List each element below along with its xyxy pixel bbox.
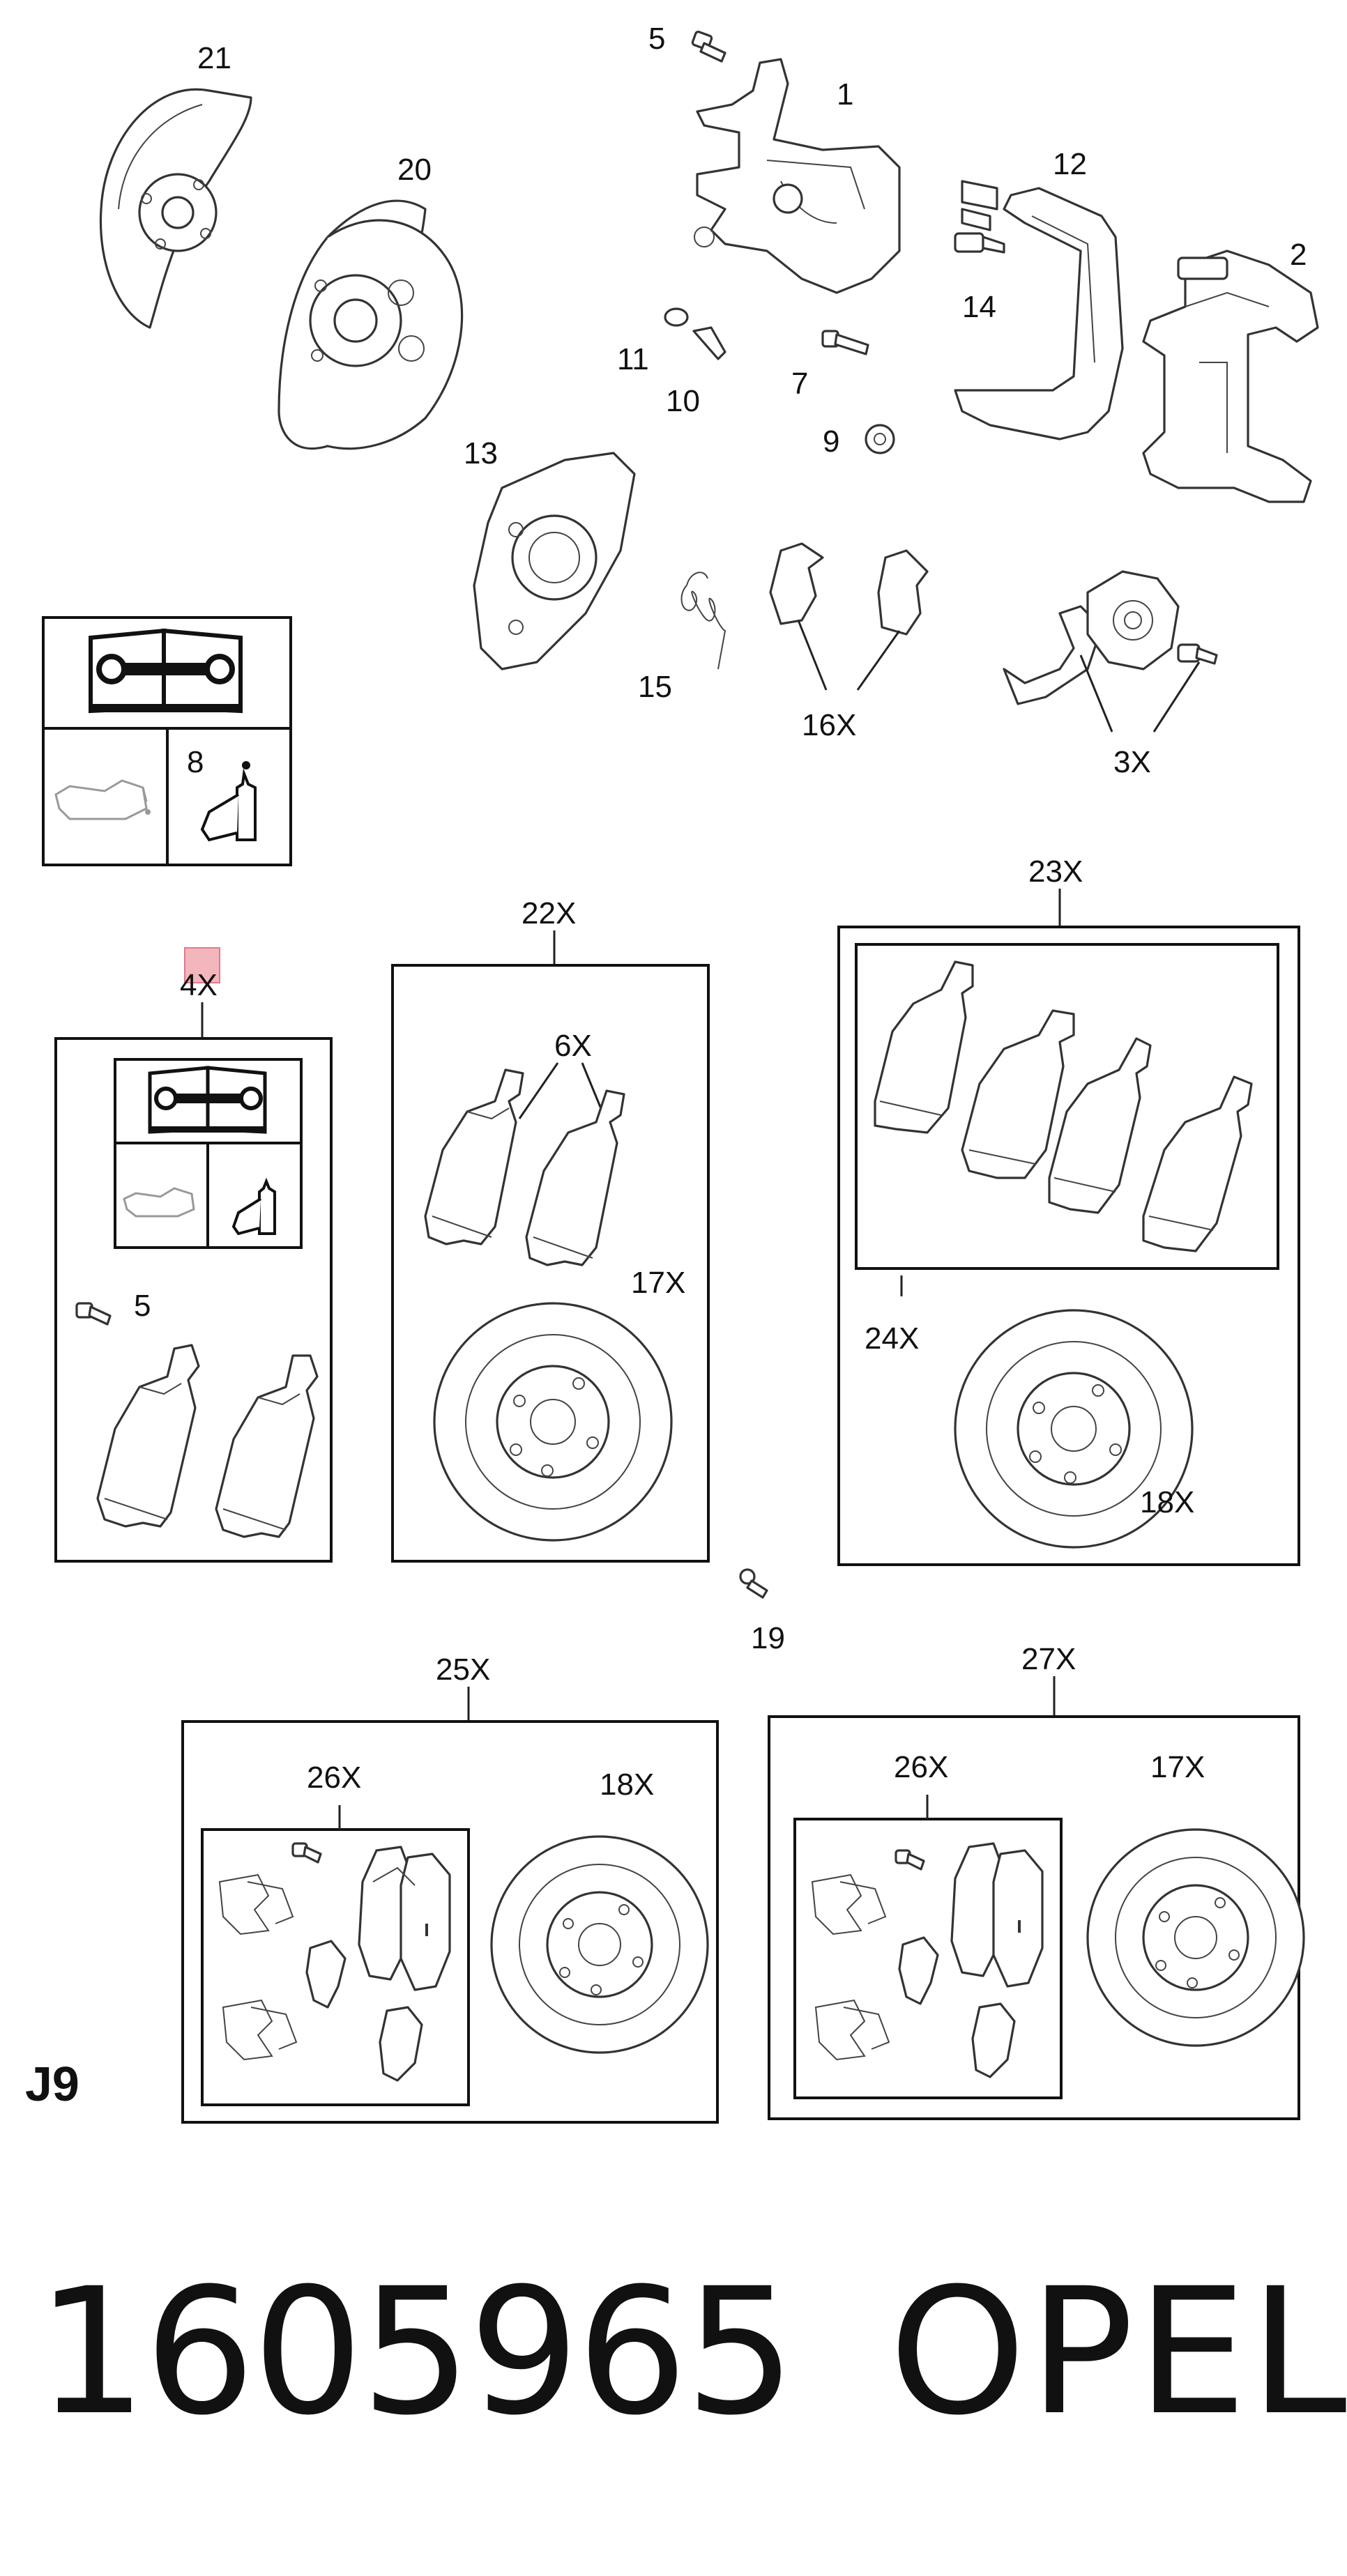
callout-13: 13 — [464, 436, 498, 470]
callout-27x: 27X — [1021, 1642, 1076, 1676]
callout-1: 1 — [837, 77, 853, 112]
brake-service-kit-27x — [768, 1715, 1305, 2120]
sheet-code: J9 — [25, 2057, 79, 2111]
callout-25x: 25X — [436, 1653, 490, 1687]
clips-part-16x — [769, 542, 929, 691]
brake-service-kit-23x — [837, 926, 1300, 1566]
callout-20: 20 — [397, 153, 432, 187]
callout-18x-a: 18X — [1140, 1485, 1194, 1519]
anchor-plate-part-13 — [473, 452, 636, 670]
part-number: 1605965 — [36, 2251, 796, 2453]
bolt-part-5 — [691, 31, 726, 63]
backing-plate-part-20 — [277, 199, 464, 450]
callout-6x: 6X — [554, 1029, 592, 1063]
caliper-carrier-part-2 — [1142, 250, 1319, 503]
brake-service-kit-22x — [391, 964, 710, 1563]
callout-4x: 4X — [180, 968, 218, 1002]
spring-part-15 — [680, 572, 726, 670]
callout-23x: 23X — [1028, 854, 1083, 889]
bleeder-cap-part-11 — [664, 307, 689, 327]
callout-2: 2 — [1290, 238, 1307, 272]
callout-5-top: 5 — [648, 22, 665, 56]
bleeder-screw-part-10 — [692, 326, 726, 360]
callout-22x: 22X — [522, 896, 576, 930]
callout-10: 10 — [666, 384, 700, 418]
grease-bottle-icon-small — [231, 1177, 276, 1236]
grease-bottle-icon — [200, 761, 257, 842]
nut-part-9 — [865, 424, 895, 454]
callout-24x: 24X — [865, 1321, 919, 1356]
callout-3x: 3X — [1113, 745, 1151, 779]
lubrication-vehicle-icon-small — [123, 1187, 195, 1218]
callout-14: 14 — [962, 290, 996, 324]
callout-15: 15 — [638, 670, 672, 704]
guide-pin-part-14 — [954, 232, 1005, 254]
brand-name: OPEL — [889, 2251, 1347, 2453]
adjuster-assembly-part-3x — [1003, 570, 1218, 733]
callout-8: 8 — [187, 745, 204, 779]
callout-18x-b: 18X — [600, 1768, 654, 1802]
callout-7: 7 — [791, 367, 808, 401]
callout-21: 21 — [197, 41, 231, 75]
callout-11: 11 — [617, 342, 649, 376]
highlight-marker — [184, 947, 220, 983]
caliper-housing-part-1 — [694, 58, 901, 294]
caliper-bracket-part-12 — [954, 180, 1124, 440]
bolt-part-7 — [821, 330, 869, 355]
callout-17x-a: 17X — [631, 1266, 685, 1300]
callout-12: 12 — [1053, 147, 1087, 181]
repair-manual-icon — [89, 628, 243, 714]
screw-part-19 — [739, 1568, 768, 1599]
service-info-box — [42, 616, 292, 866]
callout-9: 9 — [823, 424, 839, 459]
callout-5-kit: 5 — [134, 1289, 151, 1323]
callout-26x-a: 26X — [307, 1761, 361, 1795]
dust-shield-part-21 — [99, 88, 252, 329]
callout-17x-b: 17X — [1150, 1750, 1205, 1784]
brake-pad-kit-4x — [54, 1037, 333, 1563]
lubrication-vehicle-icon — [54, 779, 151, 820]
callout-19: 19 — [751, 1621, 785, 1655]
repair-manual-icon-small — [148, 1066, 267, 1134]
callout-26x-b: 26X — [894, 1750, 948, 1784]
callout-16x: 16X — [802, 708, 856, 742]
brake-service-kit-25x — [181, 1720, 719, 2124]
